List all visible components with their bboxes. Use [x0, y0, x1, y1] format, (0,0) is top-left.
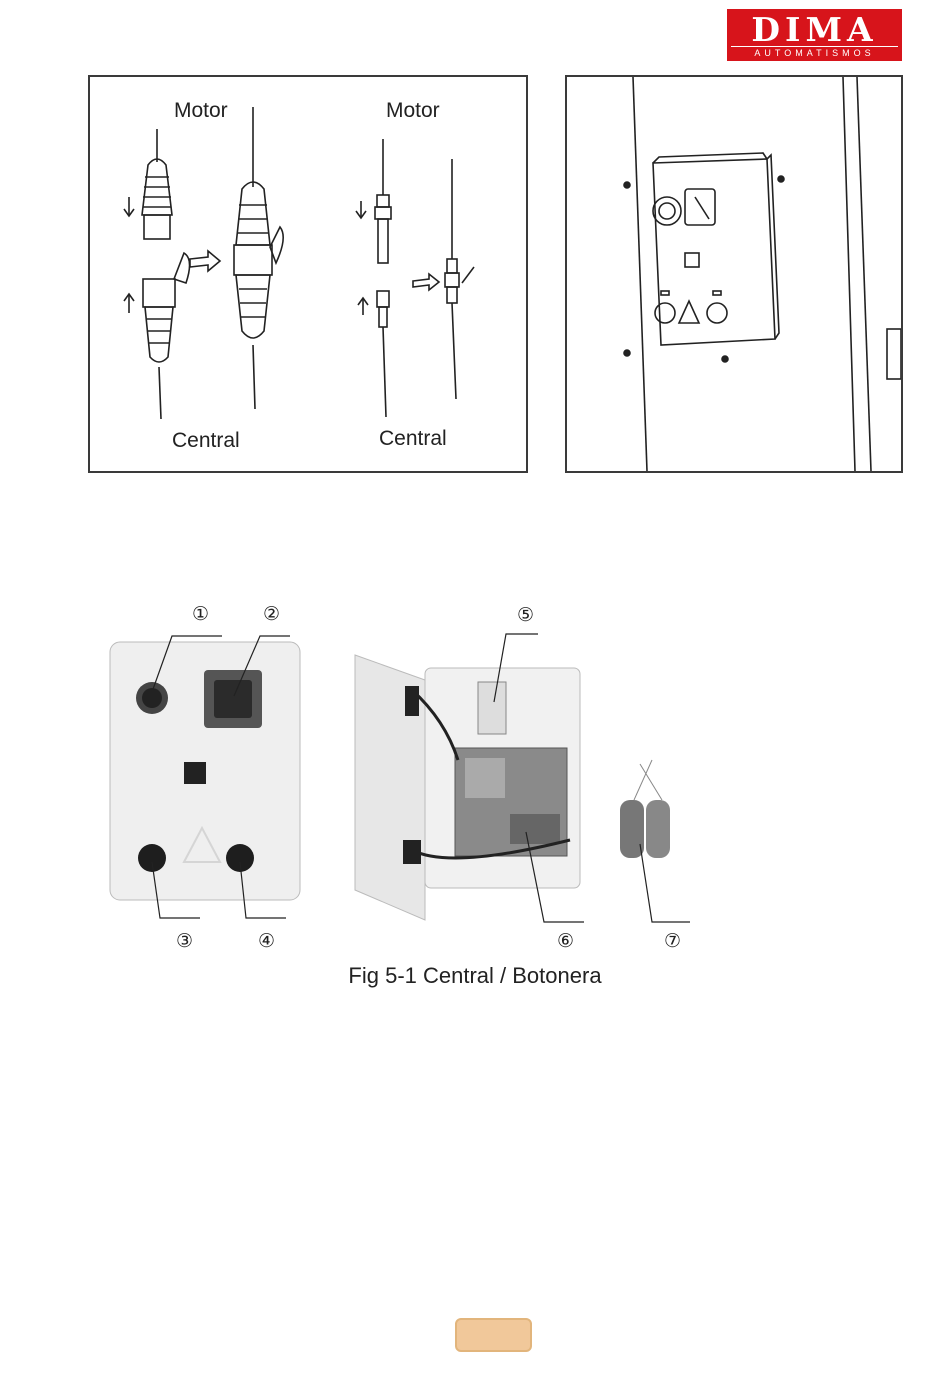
logo-divider [731, 46, 898, 47]
down-arrow-icon [124, 197, 134, 216]
callout-4: ④ [258, 930, 275, 952]
callout-2: ② [263, 603, 280, 625]
assembled-large-connector-icon [234, 107, 283, 409]
logo-brand: DIMA [727, 10, 902, 49]
logo-subtitle: AUTOMATISMOS [727, 48, 902, 58]
large-central-socket-icon [143, 253, 190, 419]
figure-caption: Fig 5-1 Central / Botonera [280, 963, 670, 989]
callout-5: ⑤ [517, 604, 534, 626]
assembled-small-connector-icon [445, 159, 474, 399]
callout-6: ⑥ [557, 930, 574, 952]
small-central-socket-icon [377, 291, 389, 417]
right-arrow-icon [190, 251, 220, 271]
control-box-icon [653, 153, 779, 345]
connector-drawing [90, 77, 526, 471]
control-box-photos [100, 600, 710, 940]
wall-mount-panel [565, 75, 903, 473]
up-arrow-icon [124, 294, 134, 313]
page-number-badge [455, 1318, 532, 1352]
small-motor-plug-icon [375, 139, 391, 263]
dima-logo: DIMA AUTOMATISMOS [727, 9, 902, 61]
large-motor-plug-icon [142, 129, 172, 239]
callout-1: ① [192, 603, 209, 625]
small-right-arrow-icon [413, 274, 439, 290]
small-up-arrow-icon [358, 298, 368, 315]
small-down-arrow-icon [356, 201, 366, 218]
closed-control-box-icon [110, 642, 300, 900]
remote-controls-icon [620, 760, 670, 858]
callout-7: ⑦ [664, 930, 681, 952]
callout-3: ③ [176, 930, 193, 952]
wall-mounted-box-drawing [567, 77, 901, 471]
open-control-box-icon [355, 655, 580, 920]
connector-diagram-panel: Motor Central Motor Central [88, 75, 528, 473]
